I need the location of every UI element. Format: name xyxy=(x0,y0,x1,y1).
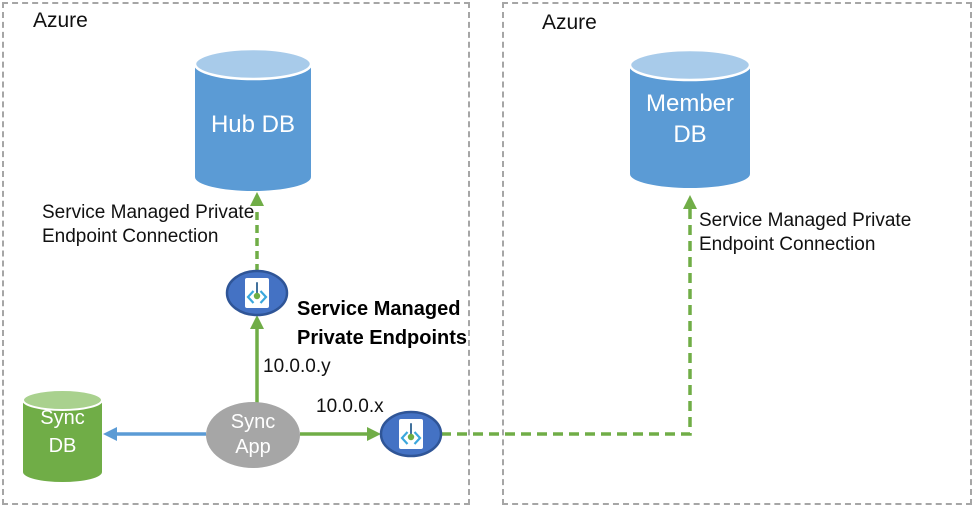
connector-endpoint-to-memberdb xyxy=(441,207,692,436)
sync-app-label: Sync App xyxy=(230,411,276,458)
sync-db-body xyxy=(23,400,102,482)
azure-region-right xyxy=(502,2,972,505)
azure-region-right-label: Azure xyxy=(542,11,597,34)
arrowhead-to-endpoint-hub xyxy=(250,315,264,329)
ip-label-y: 10.0.0.y xyxy=(263,356,331,377)
icon-bracket-left xyxy=(400,431,409,445)
hub-db-top xyxy=(193,47,313,81)
endpoint-hub xyxy=(225,269,289,317)
icon-dot xyxy=(407,433,415,441)
service-managed-private-endpoints-label: Service Managed Private Endpoints xyxy=(297,298,468,349)
private-endpoint-icon xyxy=(399,419,423,449)
arrowhead-to-endpoint-member xyxy=(367,427,381,441)
sync-db-label: Sync DB xyxy=(40,407,85,457)
icon-bracket-left xyxy=(246,290,255,304)
hub-db-cylinder xyxy=(193,47,313,191)
sync-app-shape xyxy=(206,402,300,468)
endpoint-member xyxy=(379,410,443,458)
azure-region-left-label: Azure xyxy=(33,9,88,32)
member-db-body xyxy=(630,65,750,188)
icon-dot xyxy=(253,292,261,300)
arrowhead-to-memberdb xyxy=(683,195,697,209)
private-endpoint-icon xyxy=(245,278,269,308)
sync-db-cylinder xyxy=(22,389,103,482)
member-db-label: Member DB xyxy=(645,90,735,148)
sync-db-top xyxy=(22,389,103,411)
ip-label-x: 10.0.0.x xyxy=(316,396,384,417)
hub-db-label: Hub DB xyxy=(210,111,296,138)
right-connection-label: Service Managed Private Endpoint Connect… xyxy=(699,210,912,255)
icon-bracket-right xyxy=(259,290,268,304)
icon-bracket-right xyxy=(413,431,422,445)
member-db-top xyxy=(628,48,752,82)
arrowhead-to-syncdb xyxy=(103,427,117,441)
azure-region-left xyxy=(2,2,470,505)
member-db-cylinder xyxy=(628,48,752,188)
arrowhead-to-hubdb xyxy=(250,192,264,206)
hub-db-body xyxy=(195,64,311,191)
left-connection-label: Service Managed Private Endpoint Connect… xyxy=(42,202,255,247)
